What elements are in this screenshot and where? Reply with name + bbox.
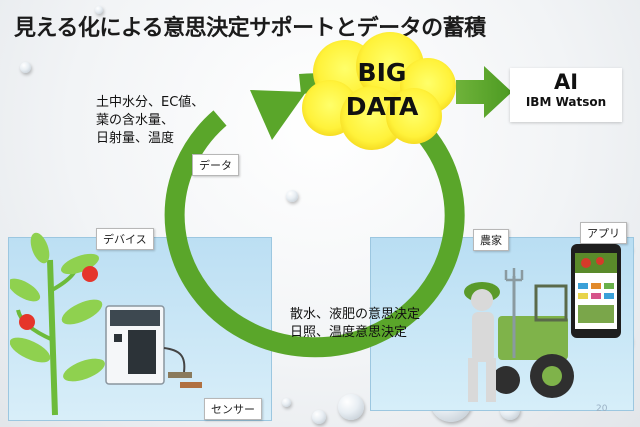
cloud-line1: BIG [357,58,407,87]
ai-subtitle: IBM Watson [525,95,607,109]
water-drop [20,62,31,73]
ai-title: AI [553,70,579,94]
farmer-tractor-image [464,268,574,402]
cycle-arrow-head [250,90,306,140]
decision-item: 散水、液肥の意思決定 [290,307,421,322]
tomato-plant-image [10,232,105,416]
device-label: デバイス [96,228,154,250]
data-item: 日射量、温度 [96,131,175,146]
ai-box: AI IBM Watson [510,68,622,122]
water-drop [286,190,298,202]
sensor-device-image [105,305,202,388]
data-item: 葉の含水量、 [96,113,175,128]
cloud-line2: DATA [345,92,419,121]
big-data-cloud [302,32,456,150]
decision-item: 日照、温度意思決定 [290,325,408,340]
right-arrow [456,66,512,118]
water-drop [312,410,326,424]
slide-title: 見える化による意思決定サポートとデータの蓄積 [14,16,486,41]
water-drop [338,394,364,420]
water-drop [95,6,103,14]
data-item: 土中水分、EC値、 [96,95,205,110]
smartphone-app-image [571,244,621,338]
page-number: 20 [596,404,608,414]
data-label: データ [192,154,239,176]
farmer-label: 農家 [473,229,509,251]
decisions-text: 散水、液肥の意思決定 日照、温度意思決定 [290,306,420,342]
data-items-list: 土中水分、EC値、 葉の含水量、 日射量、温度 [96,94,204,148]
app-label: アプリ [580,222,627,244]
sensor-label: センサー [204,398,262,420]
water-drop [282,398,291,407]
